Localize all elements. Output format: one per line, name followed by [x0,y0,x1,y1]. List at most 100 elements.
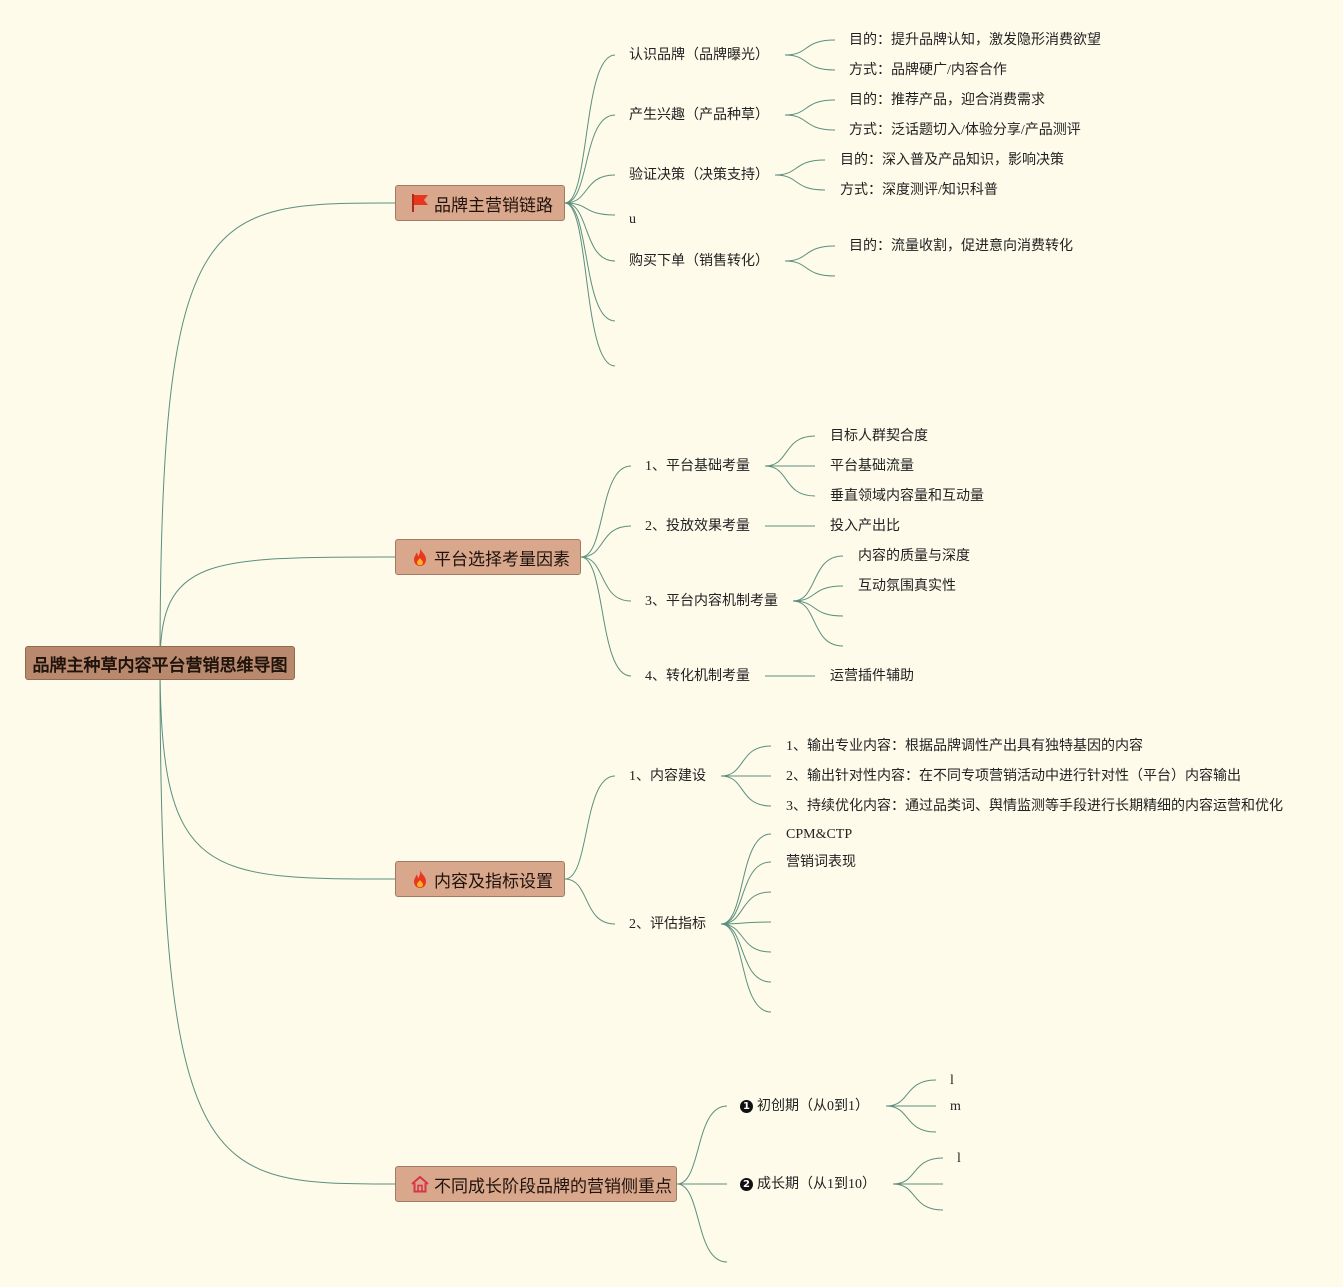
branch-content-metrics[interactable]: 内容及指标设置 [395,861,565,897]
topic-label: 初创期（从0到1） [757,1099,869,1114]
connector-line [159,202,396,665]
connector-line [720,833,772,925]
topic-u[interactable]: u [629,212,636,227]
fire-icon [410,869,430,889]
connector-line [764,435,816,467]
leaf-keyword-performance[interactable]: 营销词表现 [786,855,856,870]
connector-line [676,1183,728,1263]
leaf-interest-goal[interactable]: 目的：推荐产品，迎合消费需求 [849,93,1045,108]
connector-line [720,923,772,953]
branch-growth-stages[interactable]: 不同成长阶段品牌的营销侧重点 [395,1166,677,1202]
branch-label: 平台选择考量因素 [434,549,570,569]
connector-line [720,861,772,925]
connector-line [784,260,836,277]
branch-marketing-chain[interactable]: 品牌主营销链路 [395,185,565,221]
connector-line [159,663,396,880]
topic-startup-stage[interactable]: 1 初创期（从0到1） [740,1099,869,1115]
leaf-growth-l[interactable]: l [957,1151,961,1166]
connector-line [159,663,396,1185]
connector-line [774,159,826,176]
connector-line [580,465,632,558]
connector-line [564,174,616,204]
topic-delivery-effect[interactable]: 2、投放效果考量 [645,519,750,534]
topic-growth-stage[interactable]: 2 成长期（从1到10） [740,1177,876,1193]
leaf-base-traffic[interactable]: 平台基础流量 [830,459,914,474]
connector-line [564,775,616,880]
leaf-roi[interactable]: 投入产出比 [830,519,900,534]
leaf-vertical-content[interactable]: 垂直领域内容量和互动量 [830,489,984,504]
branch-label: 不同成长阶段品牌的营销侧重点 [434,1176,672,1196]
topic-content-mechanism[interactable]: 3、平台内容机制考量 [645,594,778,609]
branch-platform-factors[interactable]: 平台选择考量因素 [395,539,581,575]
root-topic[interactable]: 品牌主种草内容平台营销思维导图 [25,646,295,680]
connector-line [720,923,772,1013]
leaf-optimize-content[interactable]: 3、持续优化内容：通过品类词、舆情监测等手段进行长期精细的内容运营和优化 [786,799,1283,814]
leaf-professional-content[interactable]: 1、输出专业内容：根据品牌调性产出具有独特基因的内容 [786,739,1143,754]
fire-icon [410,547,430,567]
leaf-interaction-authenticity[interactable]: 互动氛围真实性 [858,579,956,594]
topic-conversion-mechanism[interactable]: 4、转化机制考量 [645,669,750,684]
leaf-decision-method[interactable]: 方式：深度测评/知识科普 [840,183,998,198]
connector-line [792,555,844,602]
topic-purchase[interactable]: 购买下单（销售转化） [629,254,769,269]
topic-platform-basics[interactable]: 1、平台基础考量 [645,459,750,474]
connector-line [720,923,772,983]
connector-line [564,202,616,262]
connector-line [784,245,836,262]
leaf-purchase-goal[interactable]: 目的：流量收割，促进意向消费转化 [849,239,1073,254]
leaf-startup-m[interactable]: m [950,1099,961,1114]
leaf-audience-fit[interactable]: 目标人群契合度 [830,429,928,444]
connector-line [580,556,632,602]
connector-line [564,114,616,204]
topic-content-building[interactable]: 1、内容建设 [629,769,706,784]
connector-line [580,525,632,558]
connector-line [564,202,616,216]
connector-line [580,556,632,677]
branch-label: 品牌主营销链路 [434,195,553,215]
connector-line [885,1105,937,1133]
connector-line [564,202,616,322]
leaf-awareness-method[interactable]: 方式：品牌硬广/内容合作 [849,63,1007,78]
root-topic-label: 品牌主种草内容平台营销思维导图 [32,655,288,675]
leaf-decision-goal[interactable]: 目的：深入普及产品知识，影响决策 [840,153,1064,168]
connector-line [159,556,396,665]
connector-line [720,775,772,807]
leaf-content-quality[interactable]: 内容的质量与深度 [858,549,970,564]
topic-evaluation-metrics[interactable]: 2、评估指标 [629,917,706,932]
topic-interest[interactable]: 产生兴趣（产品种草） [629,108,769,123]
topic-label: 成长期（从1到10） [757,1177,876,1192]
connector-line [564,202,616,367]
connector-line [784,54,836,71]
number-bullet-icon: 1 [740,1100,753,1113]
leaf-startup-l[interactable]: l [950,1073,954,1088]
topic-decision[interactable]: 验证决策（决策支持） [629,168,769,183]
connector-line [774,174,826,191]
connector-line [764,465,816,497]
connector-line [792,585,844,602]
connector-line [784,39,836,56]
connector-line [784,99,836,116]
connector-line [676,1105,728,1185]
leaf-interest-method[interactable]: 方式：泛话题切入/体验分享/产品测评 [849,123,1081,138]
flag-icon [410,193,430,213]
topic-brand-awareness[interactable]: 认识品牌（品牌曝光） [629,48,769,63]
leaf-awareness-goal[interactable]: 目的：提升品牌认知，激发隐形消费欲望 [849,33,1101,48]
connector-line [720,891,772,925]
branch-label: 内容及指标设置 [434,871,553,891]
number-bullet-icon: 2 [740,1178,753,1191]
connector-line [784,114,836,131]
leaf-targeted-content[interactable]: 2、输出针对性内容：在不同专项营销活动中进行针对性（平台）内容输出 [786,769,1241,784]
connector-line [792,600,844,617]
connector-line [720,745,772,777]
connector-line [564,878,616,925]
connector-line [792,600,844,647]
leaf-ops-plugin[interactable]: 运营插件辅助 [830,669,914,684]
home-icon [410,1174,430,1194]
connector-line [885,1079,937,1107]
connector-line [892,1183,944,1211]
connector-line [564,54,616,204]
leaf-cpm-ctp[interactable]: CPM&CTP [786,827,853,842]
connector-line [892,1157,944,1185]
connector-line [720,921,772,925]
